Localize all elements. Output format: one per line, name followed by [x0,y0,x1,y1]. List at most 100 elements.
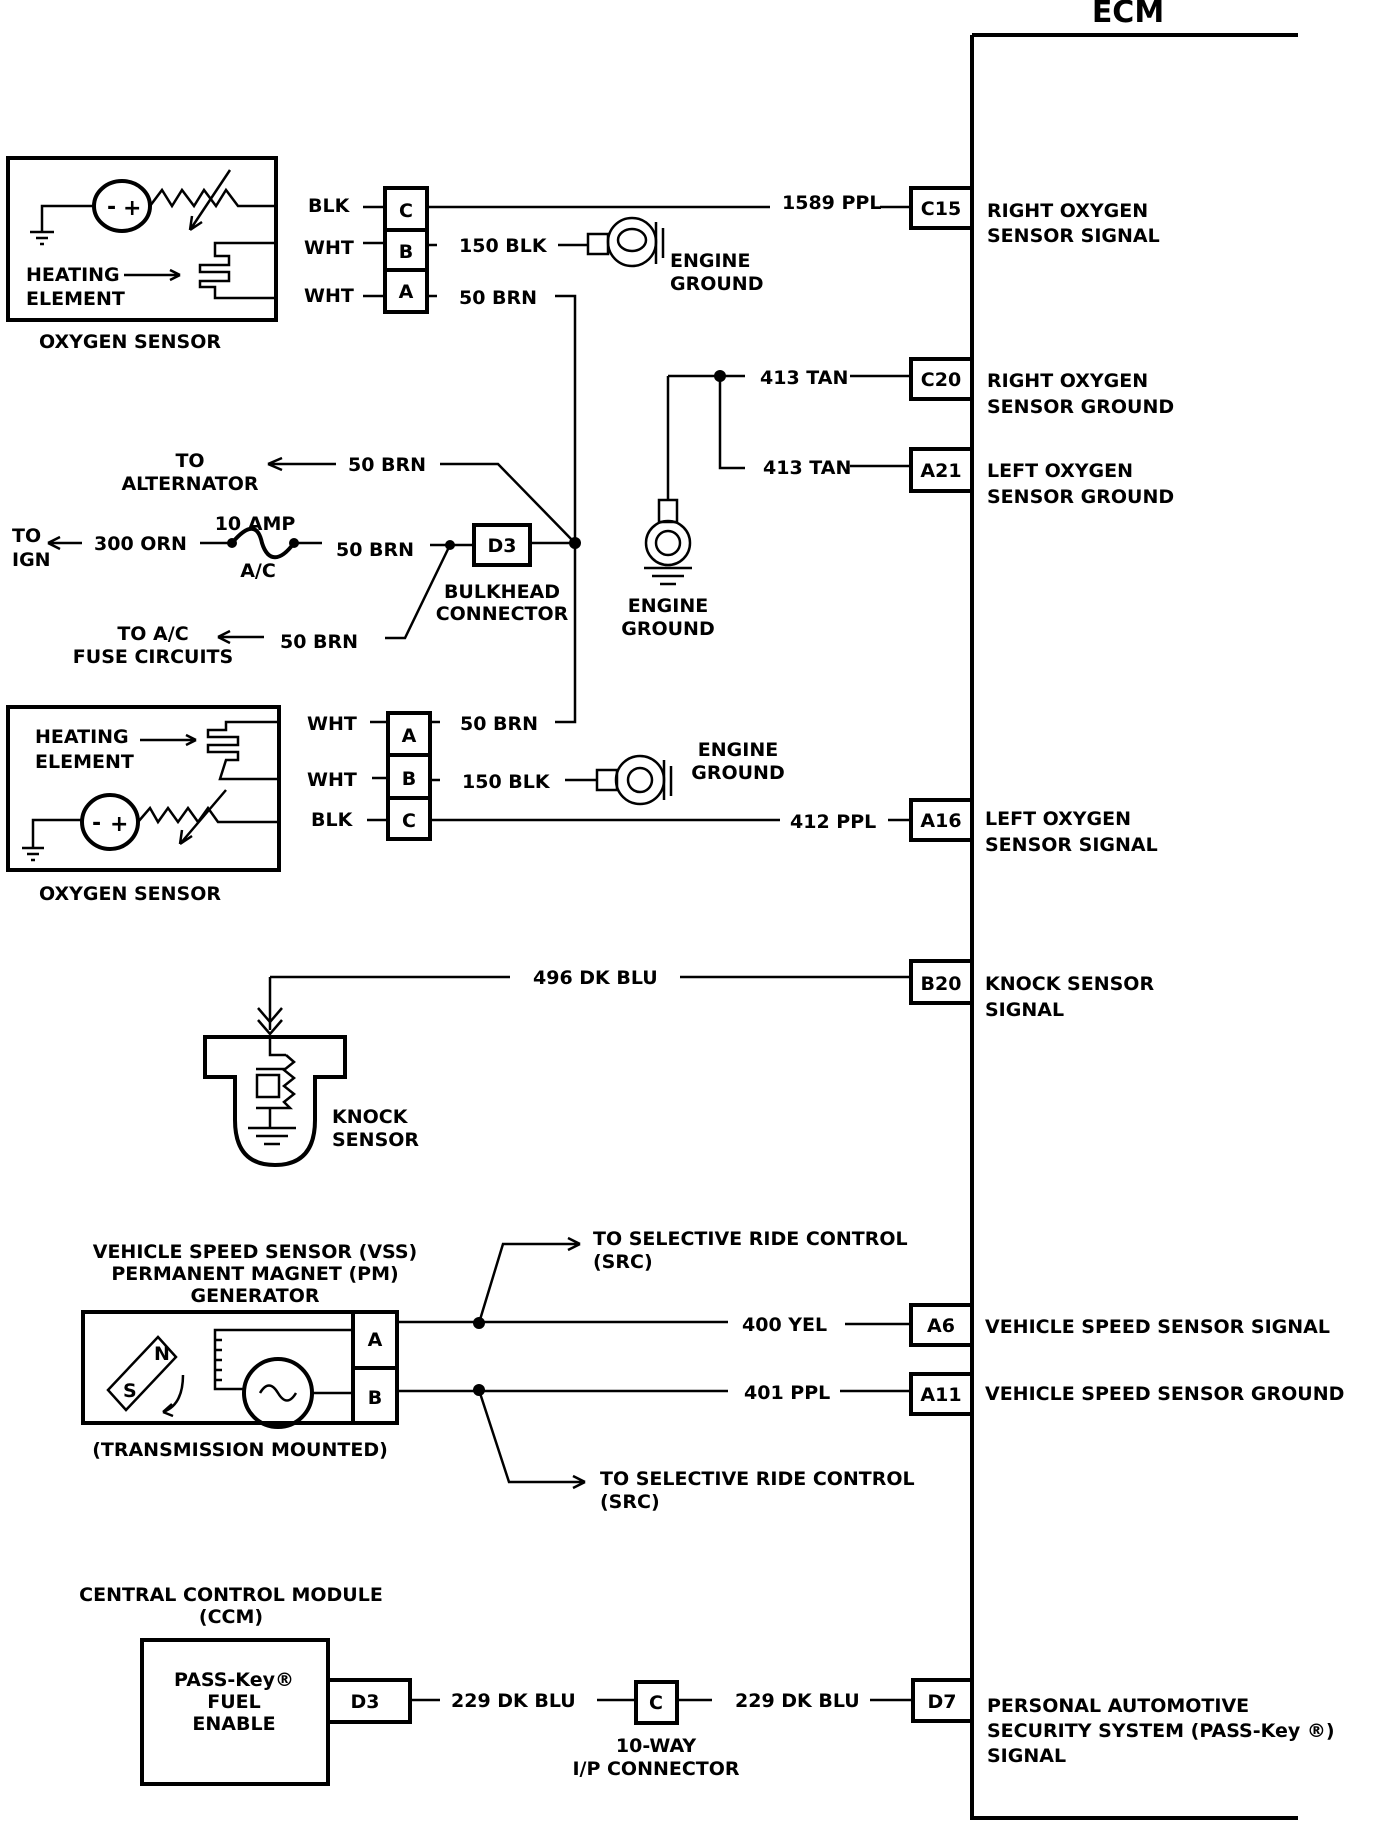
wire-401-ppl: 401 PPL TO SELECTIVE RIDE CONTROL (SRC) [397,1382,915,1513]
wire-color-label: BLK [311,809,354,831]
pin-description: VEHICLE SPEED SENSOR SIGNAL [985,1316,1330,1338]
ip-connector[interactable] [634,1680,679,1725]
pin-description: LEFT OXYGEN [987,460,1133,482]
rotation-arrow-icon [162,1374,185,1418]
circuit-label: 412 PPL [790,811,876,833]
pin-description: SENSOR GROUND [987,486,1174,508]
vehicle-speed-sensor[interactable]: VEHICLE SPEED SENSOR (VSS) PERMANENT MAG… [81,1241,417,1461]
fuse-terminal-dot [227,538,237,548]
connector-pin-label: A [402,725,417,747]
destination-label: (SRC) [600,1491,660,1513]
circuit-label: 300 ORN [94,533,187,555]
knock-sensor-label: KNOCK [332,1106,409,1128]
arrow-icon [140,733,197,747]
pin-description: LEFT OXYGEN [985,808,1131,830]
ccm-housing [140,1638,330,1786]
circuit-label: 50 BRN [280,631,358,653]
pin-description: SENSOR SIGNAL [985,834,1158,856]
destination-label: IGN [12,549,51,571]
splice-dot [714,370,726,382]
connector-pin-label: A [368,1329,383,1351]
connector-pin-label: B [368,1387,382,1409]
wire-color-label: WHT [307,713,357,735]
connector-pin-label: C [399,200,413,222]
circuit-label: 400 YEL [742,1314,827,1336]
pin-description: KNOCK SENSOR [985,973,1154,995]
ecm-pin-b20[interactable]: B20 KNOCK SENSOR SIGNAL [909,959,1154,1021]
heating-element-icon [206,720,279,781]
ecm-pin-a6[interactable]: A6 VEHICLE SPEED SENSOR SIGNAL [909,1303,1330,1347]
connector-pin-label: C [402,810,416,832]
sensor-name: OXYGEN SENSOR [39,331,221,353]
bulkhead-connector[interactable] [472,523,532,567]
magnet-north-label: N [154,1343,170,1365]
destination-label: TO SELECTIVE RIDE CONTROL [600,1468,915,1490]
connector-pin-label: B [402,768,416,790]
connector-pin-label: D3 [488,535,517,557]
wire-150-blk-right: 150 BLK ENGINE GROUND [427,216,763,295]
circuit-label: 413 TAN [760,367,848,389]
wire-color-label: WHT [307,769,357,791]
heating-element-icon [198,241,276,300]
ccm-function-label: FUEL [207,1691,261,1713]
arrow-icon [257,1007,283,1036]
sensor-name: OXYGEN SENSOR [39,883,221,905]
power-feed-circuit: TO ALTERNATOR 50 BRN TO IGN 300 ORN 10 A… [12,450,581,724]
pin-label: B20 [921,973,962,995]
pin-label: C20 [921,369,961,391]
ecm-pin-a11[interactable]: A11 VEHICLE SPEED SENSOR GROUND [909,1372,1344,1416]
ccm-function-label: ENABLE [192,1713,275,1735]
ground-label: ENGINE [698,739,778,761]
pin-description: SIGNAL [985,999,1064,1021]
heating-element-label: ELEMENT [35,751,134,773]
resistor-arrow-icon [178,789,227,846]
wire-color-label: BLK [308,195,351,217]
left-o2-connector[interactable]: WHT WHT BLK A B C [307,711,432,841]
ecm-pin-d7[interactable]: D7 PERSONAL AUTOMOTIVE SECURITY SYSTEM (… [911,1678,1335,1767]
heating-element-label: ELEMENT [26,288,125,310]
circuit-label: 229 DK BLU [451,1690,576,1712]
ecm-title: ECM [1092,0,1164,30]
wire-50-brn-right: 50 BRN [427,287,577,543]
left-oxygen-sensor[interactable]: HEATING ELEMENT - + OXYGEN SENSOR [6,705,281,905]
fuse-icon [230,526,296,560]
connector-label: 10-WAY [616,1735,696,1757]
ecm-pin-a21[interactable]: A21 LEFT OXYGEN SENSOR GROUND [909,447,1174,508]
variable-resistor-icon [137,805,279,825]
pin-description: RIGHT OXYGEN [987,200,1148,222]
central-control-module[interactable]: CENTRAL CONTROL MODULE (CCM) PASS-Key® F… [79,1584,412,1786]
knock-sensor[interactable]: 496 DK BLU KNOCK SENSOR [203,967,911,1168]
fuse-name-label: A/C [240,560,276,582]
fuse-rating-label: 10 AMP [215,513,296,535]
connector-pin-label: C [649,1692,663,1714]
connector-pin-label: D3 [351,1691,380,1713]
circuit-label: 150 BLK [459,235,548,257]
right-oxygen-sensor[interactable]: - + HEATING ELEMENT OXYGEN SENSOR [6,156,278,353]
vss-title: PERMANENT MAGNET (PM) [111,1263,398,1285]
wire-1589-ppl: 1589 PPL [427,192,911,214]
pin-description: RIGHT OXYGEN [987,370,1148,392]
circuit-label: 229 DK BLU [735,1690,860,1712]
piezo-element-icon [255,1073,281,1099]
minus-sign: - [107,195,116,220]
ground-label: ENGINE [628,595,708,617]
ccm-title: (CCM) [199,1606,263,1628]
arrow-icon [477,1236,581,1324]
plus-sign: + [123,196,141,221]
ecm-pin-c20[interactable]: C20 RIGHT OXYGEN SENSOR GROUND [909,357,1174,418]
sine-wave-icon [258,1384,298,1402]
ecm-pin-a16[interactable]: A16 LEFT OXYGEN SENSOR SIGNAL [909,798,1158,856]
destination-label: TO [12,525,41,547]
circuit-label: 50 BRN [336,539,414,561]
ecm-pin-c15[interactable]: C15 RIGHT OXYGEN SENSOR SIGNAL [909,186,1160,247]
ccm-title: CENTRAL CONTROL MODULE [79,1584,383,1606]
circuit-label: 496 DK BLU [533,967,658,989]
ground-label: GROUND [621,618,714,640]
pin-description: SENSOR SIGNAL [987,225,1160,247]
right-o2-connector[interactable]: BLK WHT WHT C B A [304,186,429,314]
circuit-label: 50 BRN [348,454,426,476]
destination-label: TO SELECTIVE RIDE CONTROL [593,1228,908,1250]
ground-label: GROUND [670,273,763,295]
ccm-connector[interactable] [326,1678,412,1724]
